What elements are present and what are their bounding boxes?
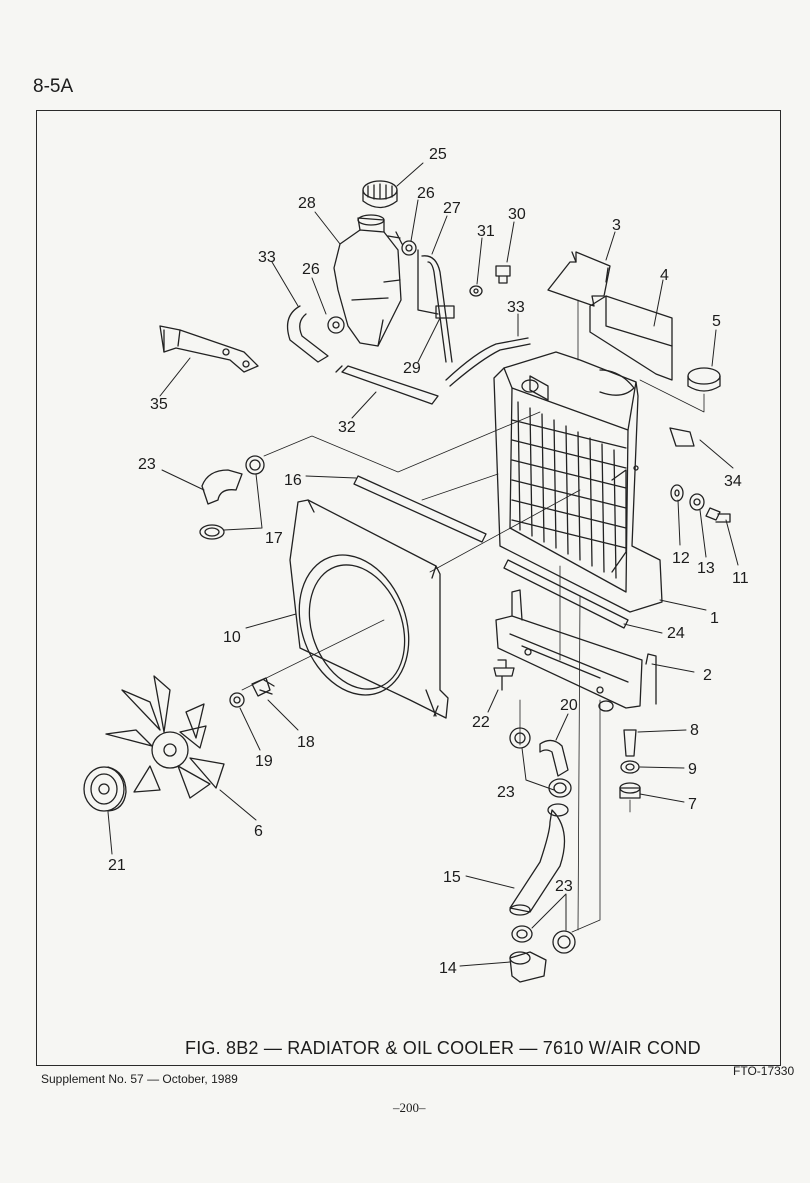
page-header: 8-5A	[33, 76, 74, 97]
callout-label: 4	[660, 267, 669, 284]
callout-label: 9	[688, 761, 697, 778]
bolt-11-part	[705, 507, 731, 523]
washer-parts	[327, 240, 417, 334]
callout-label: 23	[555, 878, 573, 895]
bracket-35-part	[159, 325, 259, 373]
lower-support-part	[495, 589, 657, 712]
clamp-17-part	[199, 455, 265, 540]
washer-9-part	[620, 760, 640, 774]
fan-shroud-part	[289, 499, 449, 719]
washer-19-part	[229, 692, 245, 708]
stud-8-part	[623, 729, 637, 757]
bracket-3-part	[547, 251, 611, 307]
seal-strip-24-part	[503, 559, 629, 629]
elbow-14-part	[509, 951, 547, 983]
pad-4-part	[589, 295, 673, 381]
callout-label: 12	[672, 550, 690, 567]
callout-label: 8	[690, 722, 699, 739]
filler-cap-part	[362, 180, 398, 209]
callout-label: 32	[338, 419, 356, 436]
clamps-23-lower-part	[511, 925, 576, 954]
hose-15-part	[509, 803, 569, 916]
sensor-34-part	[669, 427, 695, 447]
pressure-cap-5-part	[687, 367, 721, 392]
callout-label: 1	[710, 610, 719, 627]
callout-label: 34	[724, 473, 742, 490]
hose-23-upper-part	[201, 469, 243, 505]
callout-label: 16	[284, 472, 302, 489]
fan-part	[105, 675, 225, 799]
callout-label: 26	[417, 185, 435, 202]
callout-label: 6	[254, 823, 263, 840]
callout-label: 25	[429, 146, 447, 163]
callout-label: 10	[223, 629, 241, 646]
pulley-21-part	[83, 766, 127, 812]
overflow-hose-part	[417, 249, 455, 363]
radiator-part	[493, 351, 663, 613]
callout-label: 2	[703, 667, 712, 684]
callout-label: 33	[507, 299, 525, 316]
callout-label: 5	[712, 313, 721, 330]
hose-33-part	[286, 305, 531, 387]
callout-label: 14	[439, 960, 457, 977]
figure-caption: FIG. 8B2 — RADIATOR & OIL COOLER — 7610 …	[185, 1038, 701, 1058]
fitting-22-part	[493, 659, 515, 691]
callout-label: 15	[443, 869, 461, 886]
callout-label: 31	[477, 223, 495, 240]
callout-label: 24	[667, 625, 685, 642]
coolant-reservoir-part	[333, 214, 403, 347]
washers-12-13-part	[670, 484, 705, 511]
clamps-23-middle-part	[509, 727, 572, 798]
callout-label: 3	[612, 217, 621, 234]
nut-7-part	[619, 782, 641, 799]
bolt-18-part	[251, 677, 275, 697]
callout-label: 26	[302, 261, 320, 278]
callout-label: 29	[403, 360, 421, 377]
bolt-30-part	[469, 265, 511, 297]
callout-label: 13	[697, 560, 715, 577]
page-number: –200–	[393, 1100, 426, 1115]
connection-lines	[241, 299, 705, 933]
callout-label: 18	[297, 734, 315, 751]
elbow-20-part	[539, 739, 569, 777]
figure-frame	[36, 110, 781, 1066]
callout-label: 30	[508, 206, 526, 223]
callout-label: 11	[732, 570, 749, 587]
figure-code: FTO-17330	[733, 1064, 795, 1078]
callout-label: 27	[443, 200, 461, 217]
leader-lines	[107, 162, 739, 967]
callout-label: 35	[150, 396, 168, 413]
callout-label: 19	[255, 753, 273, 770]
callout-label: 28	[298, 195, 316, 212]
hose-32-part	[335, 365, 439, 405]
callout-numbers: 25 26 28 27 30 31 3 33 26 4 5 35 29 33 3…	[108, 146, 749, 977]
callout-label: 22	[472, 714, 490, 731]
supplement-note: Supplement No. 57 — October, 1989	[41, 1072, 238, 1086]
callout-label: 17	[265, 530, 283, 547]
callout-label: 33	[258, 249, 276, 266]
callout-label: 7	[688, 796, 697, 813]
callout-label: 21	[108, 857, 126, 874]
callout-label: 23	[138, 456, 156, 473]
callout-label: 20	[560, 697, 578, 714]
callout-label: 23	[497, 784, 515, 801]
seal-strip-16-part	[353, 475, 487, 543]
